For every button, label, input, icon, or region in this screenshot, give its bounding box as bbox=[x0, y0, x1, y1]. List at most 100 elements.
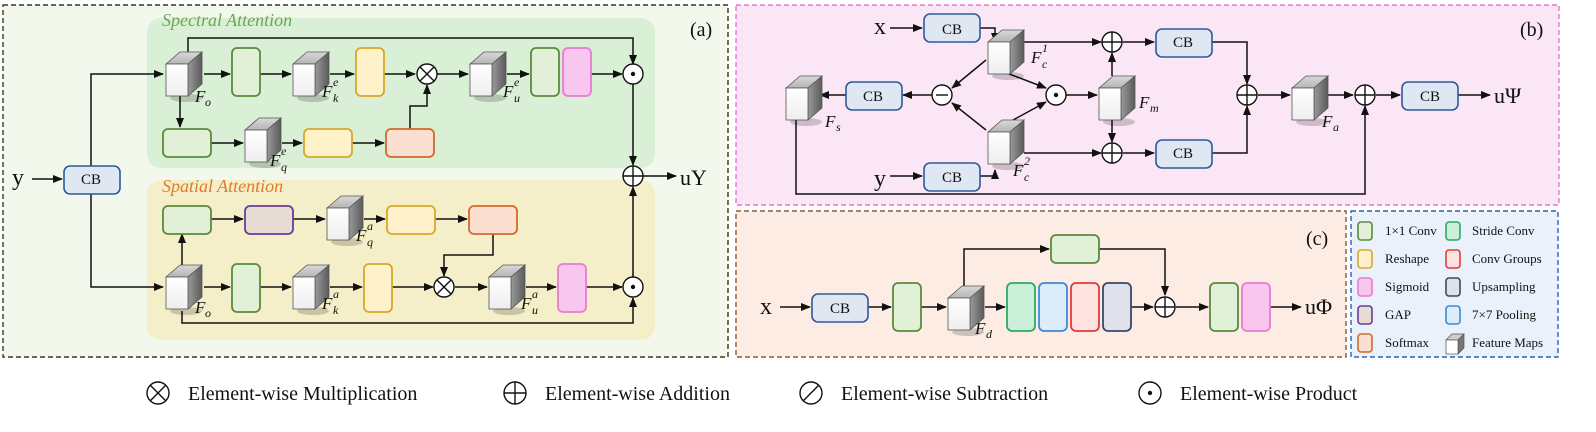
connector bbox=[1099, 248, 1169, 296]
cube-front bbox=[1445, 339, 1459, 355]
ops-label: Element-wise Multiplication bbox=[188, 383, 417, 405]
dot-operator bbox=[1138, 381, 1162, 405]
conv-1x1-block bbox=[231, 263, 261, 313]
cube-front bbox=[947, 297, 971, 331]
svg-text:F: F bbox=[269, 151, 281, 170]
conv-1x1-block bbox=[1050, 234, 1100, 264]
cb-label: CB bbox=[1173, 35, 1193, 51]
mult-operator bbox=[146, 381, 170, 405]
cube-front bbox=[165, 276, 189, 310]
legend-swatch bbox=[1357, 305, 1373, 325]
cb-block bbox=[923, 13, 981, 43]
svg-text:d: d bbox=[986, 327, 993, 341]
connector bbox=[951, 102, 987, 131]
svg-text:e: e bbox=[281, 144, 287, 158]
spatial-attention-title: Spatial Attention bbox=[162, 176, 283, 196]
connector bbox=[90, 194, 164, 291]
feature-map-F-a bbox=[1290, 75, 1330, 126]
op-dot bbox=[630, 71, 636, 77]
op-stroke bbox=[419, 66, 435, 82]
svg-text:u: u bbox=[514, 91, 520, 105]
spectral-attention-title: Spectral Attention bbox=[162, 10, 292, 30]
connector bbox=[440, 234, 494, 277]
svg-text:u: u bbox=[532, 303, 538, 317]
op-dot bbox=[1147, 390, 1153, 396]
cb-block bbox=[811, 293, 869, 323]
svg-text:F: F bbox=[1030, 48, 1042, 67]
conv-1x1-block bbox=[1209, 282, 1239, 332]
legend-label: Upsampling bbox=[1472, 279, 1536, 294]
conv-1x1-block bbox=[530, 47, 560, 97]
cb-label: CB bbox=[1420, 89, 1440, 105]
connector bbox=[1212, 41, 1251, 85]
svg-text:q: q bbox=[281, 160, 287, 174]
softmax-block bbox=[468, 205, 518, 235]
op-dot bbox=[630, 284, 636, 290]
cube-front bbox=[292, 276, 316, 310]
svg-text:k: k bbox=[333, 303, 339, 317]
output-u-phi: uΦ bbox=[1305, 294, 1332, 319]
cube-front bbox=[1291, 87, 1315, 121]
legend-label: Conv Groups bbox=[1472, 251, 1542, 266]
svg-text:1: 1 bbox=[1042, 41, 1048, 55]
stride-conv-block bbox=[1006, 282, 1036, 332]
reshape-block bbox=[303, 128, 353, 158]
svg-text:F: F bbox=[974, 319, 986, 338]
svg-text:a: a bbox=[367, 219, 373, 233]
svg-text:e: e bbox=[333, 75, 339, 89]
cb-block bbox=[1155, 139, 1213, 169]
svg-text:o: o bbox=[205, 95, 211, 109]
feature-map-F-q-e bbox=[243, 117, 283, 168]
sigmoid-block bbox=[557, 263, 587, 313]
input-y-b: y bbox=[874, 166, 886, 192]
cube-front bbox=[987, 41, 1011, 75]
gap-block bbox=[244, 205, 294, 235]
feature-map-F-m bbox=[1097, 75, 1137, 126]
feature-map-F-d bbox=[946, 285, 986, 336]
legend-swatch bbox=[1357, 277, 1373, 297]
svg-text:q: q bbox=[367, 235, 373, 249]
cube-front bbox=[1098, 87, 1122, 121]
add-operator bbox=[1101, 31, 1123, 53]
feature-map-F-s bbox=[784, 75, 824, 126]
svg-text:F: F bbox=[321, 82, 333, 101]
dot-operator bbox=[622, 63, 644, 85]
conv-1x1-block bbox=[892, 282, 922, 332]
feature-map-F-k-e bbox=[291, 51, 331, 102]
legend-swatch bbox=[1357, 333, 1373, 353]
feature-map-F-u-a bbox=[487, 264, 527, 315]
dot-operator bbox=[622, 276, 644, 298]
panel-a-label: (a) bbox=[690, 19, 712, 41]
feature-map-F-o-spectral bbox=[164, 51, 204, 102]
legend-swatch bbox=[1357, 249, 1373, 269]
svg-text:F: F bbox=[824, 112, 836, 131]
cb-block bbox=[1155, 28, 1213, 58]
op-dot bbox=[1053, 92, 1059, 98]
cube-front bbox=[469, 63, 493, 97]
softmax-block bbox=[385, 128, 435, 158]
svg-text:F: F bbox=[502, 82, 514, 101]
upsampling-block bbox=[1102, 282, 1132, 332]
ops-legend: Element-wise Multiplication Element-wise… bbox=[188, 383, 1358, 405]
cb-label: CB bbox=[863, 89, 883, 105]
cb-label: CB bbox=[1173, 146, 1193, 162]
conv-1x1-block bbox=[162, 205, 212, 235]
op-stroke bbox=[149, 384, 167, 402]
legend-label: Reshape bbox=[1385, 251, 1429, 266]
cb-label: CB bbox=[830, 301, 850, 317]
svg-text:F: F bbox=[355, 226, 367, 245]
cube-front bbox=[785, 87, 809, 121]
connector bbox=[90, 70, 164, 166]
svg-text:F: F bbox=[1138, 93, 1150, 112]
legend-swatch bbox=[1445, 305, 1461, 325]
cube-front bbox=[987, 131, 1011, 165]
add-operator bbox=[1354, 84, 1376, 106]
legend: 1×1 Conv Stride Conv Reshape Conv Groups… bbox=[1385, 223, 1543, 350]
conv-1x1-block bbox=[231, 47, 261, 97]
